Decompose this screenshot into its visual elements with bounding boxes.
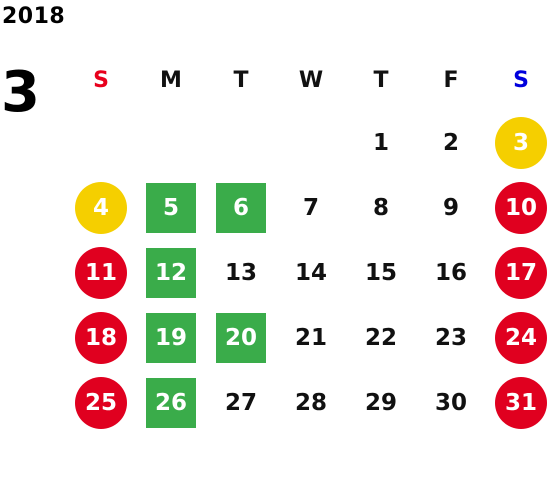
day-number[interactable]: 8 [372,194,389,221]
day-number[interactable]: 26 [146,377,196,428]
calendar-cell[interactable]: 11 [66,240,136,305]
calendar-cell[interactable]: 29 [346,370,416,435]
day-number[interactable]: 30 [434,389,467,416]
calendar-cell[interactable]: 28 [276,370,346,435]
calendar-month: 3 [1,60,40,125]
calendar-cell[interactable]: 17 [486,240,548,305]
calendar-cell[interactable]: 26 [136,370,206,435]
weekday-header: M [160,67,182,93]
day-number[interactable]: 27 [224,389,257,416]
calendar-cell[interactable]: 15 [346,240,416,305]
day-number[interactable]: 3 [495,116,547,169]
day-number[interactable]: 12 [146,247,196,298]
day-number[interactable]: 25 [75,376,127,429]
day-number[interactable]: 23 [434,324,467,351]
day-number[interactable]: 11 [75,246,127,299]
day-number[interactable]: 31 [495,376,547,429]
calendar-year: 2018 [2,4,66,29]
day-number[interactable]: 18 [75,311,127,364]
day-number[interactable]: 9 [442,194,459,221]
calendar-cell [276,110,346,175]
weekday-header: F [443,67,459,93]
day-number[interactable]: 16 [434,259,467,286]
calendar-cell[interactable]: 5 [136,175,206,240]
calendar-cell[interactable]: 23 [416,305,486,370]
calendar-cell [206,110,276,175]
calendar-cell[interactable]: 16 [416,240,486,305]
day-number[interactable]: 6 [216,182,266,233]
calendar-cell[interactable]: 8 [346,175,416,240]
day-number[interactable]: 21 [294,324,327,351]
calendar-cell[interactable]: 27 [206,370,276,435]
calendar-cell[interactable]: 19 [136,305,206,370]
calendar-cell[interactable]: 4 [66,175,136,240]
day-number[interactable]: 20 [216,312,266,363]
calendar-cell[interactable]: 21 [276,305,346,370]
calendar-cell[interactable]: 14 [276,240,346,305]
calendar-cell[interactable]: 12 [136,240,206,305]
day-number[interactable]: 7 [302,194,319,221]
calendar-cell[interactable]: 25 [66,370,136,435]
day-number[interactable]: 5 [146,182,196,233]
weekday-header: T [233,67,249,93]
day-number[interactable]: 4 [75,181,127,234]
calendar-cell [66,110,136,175]
day-number[interactable]: 28 [294,389,327,416]
day-number[interactable]: 15 [364,259,397,286]
calendar-cell[interactable]: 7 [276,175,346,240]
day-number[interactable]: 1 [372,129,389,156]
calendar-cell[interactable]: 10 [486,175,548,240]
calendar-cell[interactable]: 31 [486,370,548,435]
calendar-cell[interactable]: 24 [486,305,548,370]
day-number[interactable]: 10 [495,181,547,234]
day-number[interactable]: 22 [364,324,397,351]
calendar-cell[interactable]: 2 [416,110,486,175]
calendar-cell[interactable]: 1 [346,110,416,175]
calendar-cell[interactable]: 6 [206,175,276,240]
day-number[interactable]: 24 [495,311,547,364]
calendar-cell [136,110,206,175]
day-number[interactable]: 19 [146,312,196,363]
calendar-cell[interactable]: 3 [486,110,548,175]
calendar-cell[interactable]: 9 [416,175,486,240]
weekday-header: S [93,67,109,93]
calendar-cell[interactable]: 30 [416,370,486,435]
weekday-header: W [298,67,324,93]
calendar-cell[interactable]: 18 [66,305,136,370]
day-number[interactable]: 17 [495,246,547,299]
day-number[interactable]: 29 [364,389,397,416]
calendar-cell[interactable]: 13 [206,240,276,305]
day-number[interactable]: 2 [442,129,459,156]
calendar-cell[interactable]: 22 [346,305,416,370]
weekday-header: S [513,67,529,93]
calendar-cell[interactable]: 20 [206,305,276,370]
day-number[interactable]: 14 [294,259,327,286]
weekday-header: T [373,67,389,93]
day-number[interactable]: 13 [224,259,257,286]
